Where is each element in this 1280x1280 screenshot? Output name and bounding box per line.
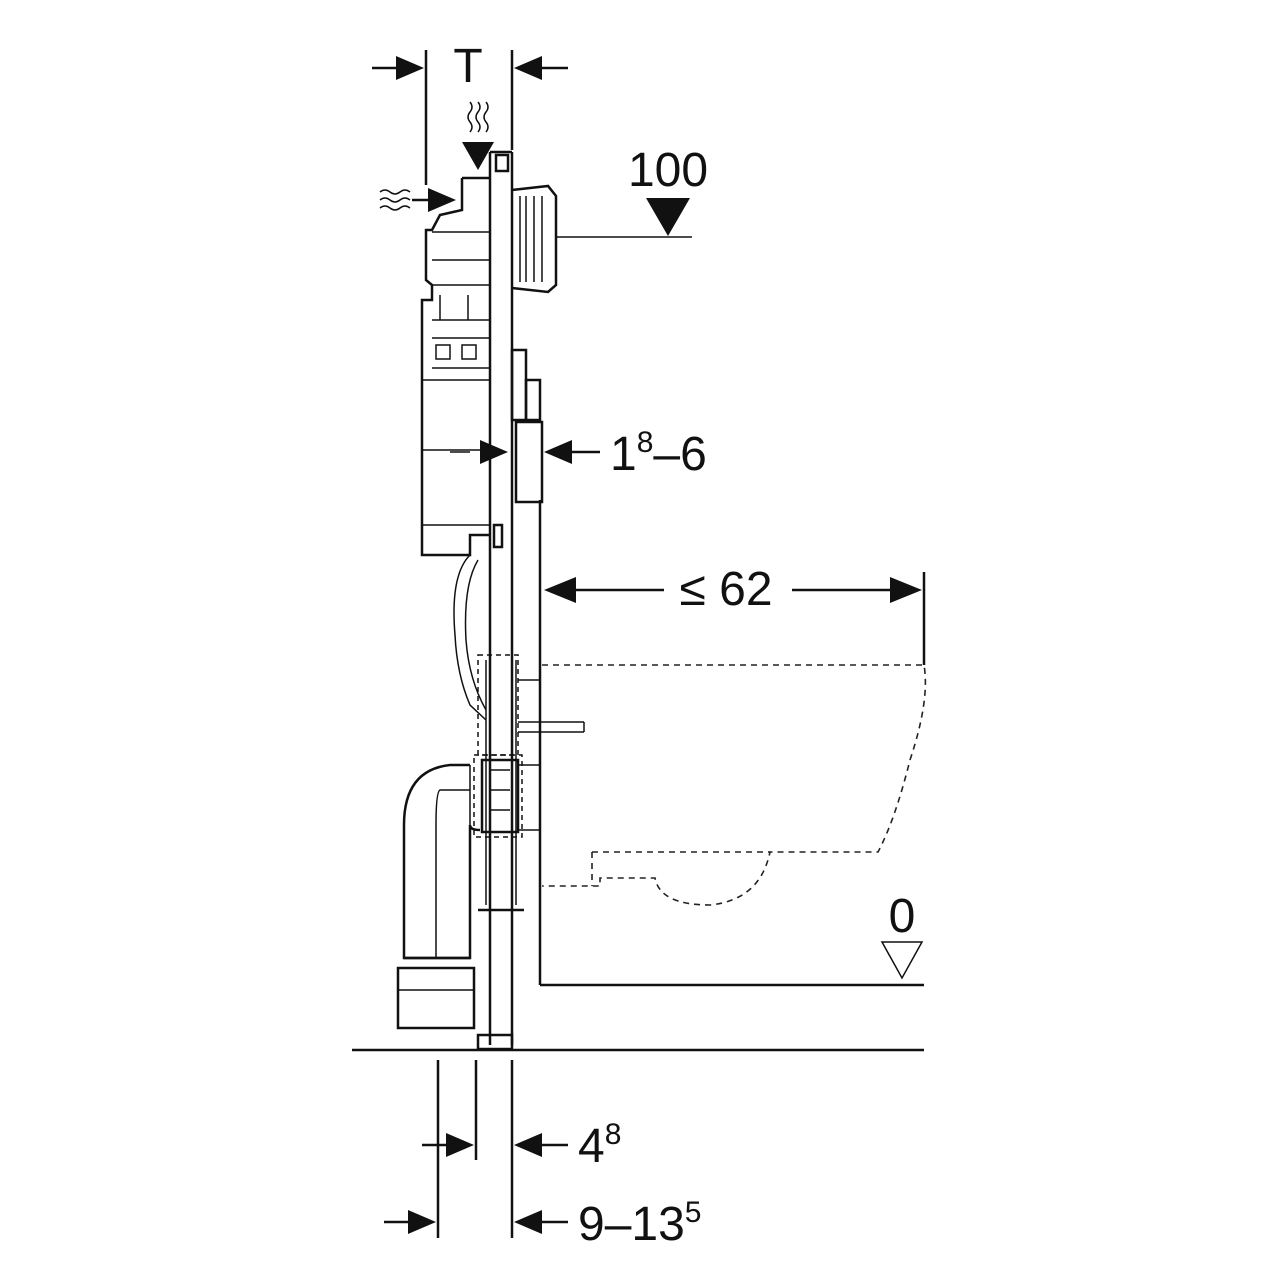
svg-text:48: 48 bbox=[578, 1118, 621, 1173]
dimension-frame-depth: 48 bbox=[422, 1060, 621, 1238]
wall-finish: 18–6 bbox=[450, 348, 707, 985]
water-flow-icon bbox=[379, 101, 494, 212]
wc-bowl-outline bbox=[518, 664, 927, 906]
svg-text:18–6: 18–6 bbox=[610, 426, 707, 481]
elbow-pipe bbox=[396, 763, 481, 1030]
wall-thickness-sup: 8 bbox=[637, 426, 654, 459]
t-label: T bbox=[453, 40, 482, 93]
level-marker-icon bbox=[880, 941, 924, 980]
svg-text:9–135: 9–135 bbox=[578, 1196, 701, 1251]
drain-connection bbox=[473, 654, 540, 838]
frame-depth-base: 4 bbox=[578, 1120, 605, 1173]
floor-level-0: 0 bbox=[540, 890, 924, 987]
level-100-label: 100 bbox=[628, 144, 708, 197]
dimension-t: T bbox=[372, 40, 568, 185]
offset-sup: 5 bbox=[685, 1196, 702, 1229]
flush-plate bbox=[511, 184, 692, 294]
frame-depth-sup: 8 bbox=[605, 1118, 622, 1151]
wall-thickness-rest: –6 bbox=[653, 428, 706, 481]
dimension-offset: 9–135 bbox=[384, 1196, 701, 1251]
wall-thickness-base: 1 bbox=[610, 428, 637, 481]
cistern bbox=[420, 176, 490, 721]
floor-level-label: 0 bbox=[889, 890, 916, 943]
frame-upright bbox=[476, 150, 524, 1051]
level-marker-icon bbox=[646, 198, 690, 236]
level-100-marker: 100 bbox=[628, 144, 708, 236]
offset-base: 9–13 bbox=[578, 1198, 685, 1251]
bowl-depth-label: ≤ 62 bbox=[679, 563, 772, 616]
dimension-bowl-depth: ≤ 62 bbox=[544, 563, 926, 665]
